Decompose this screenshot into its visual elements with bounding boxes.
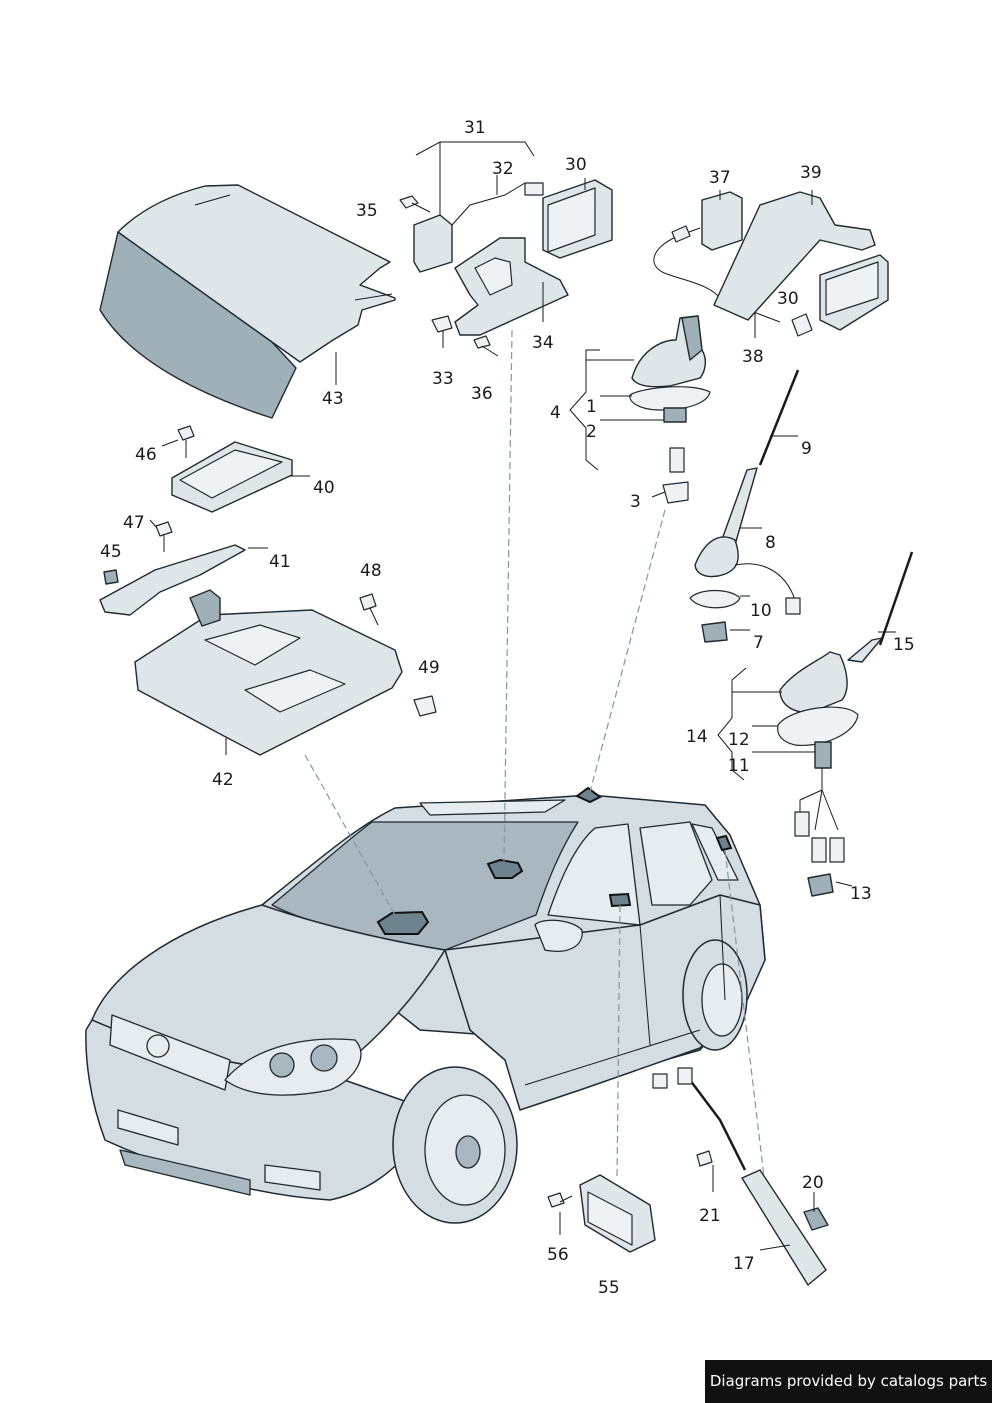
callout-45: 45 — [100, 542, 122, 562]
callout-9: 9 — [801, 439, 812, 459]
callout-30-b: 30 — [777, 289, 799, 309]
mount-spot-roof-antenna — [575, 786, 602, 804]
callout-20: 20 — [802, 1173, 824, 1193]
callout-13: 13 — [850, 884, 872, 904]
callout-32: 32 — [492, 159, 514, 179]
part-14-roof-antenna-assembly — [777, 551, 914, 897]
callout-43: 43 — [322, 389, 344, 409]
callout-7: 7 — [753, 633, 764, 653]
callout-21: 21 — [699, 1206, 721, 1226]
callout-11: 11 — [728, 756, 750, 776]
callout-12: 12 — [728, 730, 750, 750]
part-31-36-control-unit-assembly — [399, 179, 613, 357]
callout-3: 3 — [630, 492, 641, 512]
callout-47: 47 — [123, 513, 145, 533]
callout-labels: 31 32 30 35 34 33 36 43 37 39 30 38 4 1 … — [100, 118, 915, 1298]
callout-30: 30 — [565, 155, 587, 175]
callout-33: 33 — [432, 369, 454, 389]
callout-34: 34 — [532, 333, 554, 353]
part-37-39-antenna-modules — [653, 191, 889, 337]
part-43-trim-cover — [99, 184, 396, 419]
location-lines — [304, 329, 766, 1186]
callout-48: 48 — [360, 561, 382, 581]
callout-10: 10 — [750, 601, 772, 621]
callout-37: 37 — [709, 168, 731, 188]
callout-31: 31 — [464, 118, 486, 138]
callout-41: 41 — [269, 552, 291, 572]
callout-1: 1 — [586, 397, 597, 417]
callout-36: 36 — [471, 384, 493, 404]
callout-49: 49 — [418, 658, 440, 678]
mount-spot-roof-console — [486, 858, 524, 879]
mount-spot-c-pillar — [715, 834, 733, 852]
mount-spot-b-pillar — [608, 892, 632, 908]
part-40-control-module — [171, 425, 293, 513]
mount-spot-dashboard — [376, 910, 430, 935]
callout-38: 38 — [742, 347, 764, 367]
callout-17: 17 — [733, 1254, 755, 1274]
part-42-mounting-tray — [134, 589, 437, 756]
callout-56: 56 — [547, 1245, 569, 1265]
part-41-bracket — [99, 521, 246, 616]
callout-42: 42 — [212, 770, 234, 790]
leader-lines — [149, 141, 896, 1251]
callout-39: 39 — [800, 163, 822, 183]
callout-14: 14 — [686, 727, 708, 747]
credit-banner: Diagrams provided by catalogs parts — [705, 1360, 992, 1403]
part-8-rod-antenna — [689, 369, 801, 643]
callout-46: 46 — [135, 445, 157, 465]
callout-15: 15 — [893, 635, 915, 655]
callout-2: 2 — [586, 422, 597, 442]
part-4-roof-antenna — [629, 315, 711, 504]
part-17-antenna-cable — [652, 1067, 829, 1286]
callout-35: 35 — [356, 201, 378, 221]
callout-40: 40 — [313, 478, 335, 498]
car-illustration — [85, 786, 766, 1224]
callout-8: 8 — [765, 533, 776, 553]
callout-4: 4 — [550, 403, 561, 423]
callout-55: 55 — [598, 1278, 620, 1298]
part-55-module — [547, 1174, 656, 1253]
